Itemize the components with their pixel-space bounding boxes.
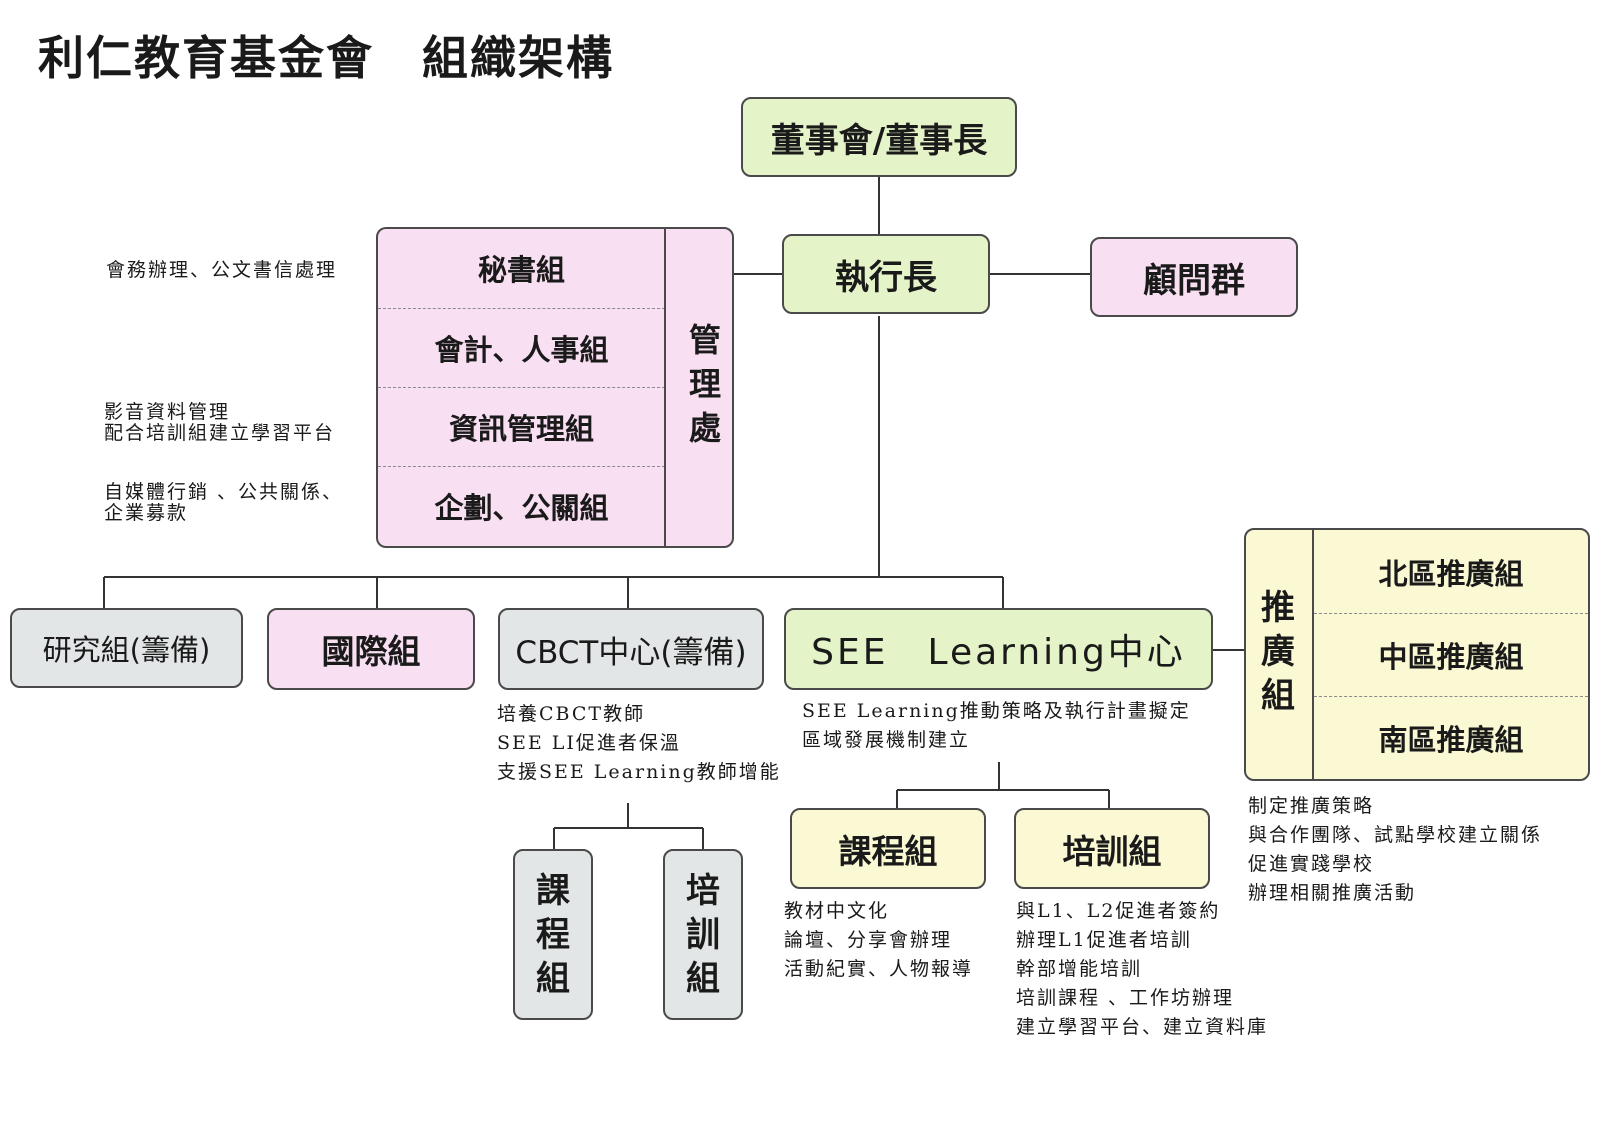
management-unit-it: 資訊管理組 xyxy=(448,411,594,446)
international-box: 國際組 xyxy=(267,608,475,690)
promotion-department: 推廣組 北區推廣組 中區推廣組 南區推廣組 xyxy=(1244,528,1590,781)
promotion-notes: 制定推廣策略 與合作團隊、試點學校建立關係 促進實踐學校 辦理相關推廣活動 xyxy=(1248,792,1542,908)
see-course-box: 課程組 xyxy=(790,808,986,889)
note-planning-pr: 自媒體行銷 、公共關係、 企業募款 xyxy=(104,482,343,524)
note-planning-pr-line: 自媒體行銷 、公共關係、 xyxy=(104,481,344,503)
promotion-note: 促進實踐學校 xyxy=(1248,853,1375,875)
see-course-note: 教材中文化 xyxy=(784,900,890,922)
cbct-training-label: 培訓組 xyxy=(686,870,720,999)
promotion-note: 辦理相關推廣活動 xyxy=(1248,882,1417,904)
see-training-note: 建立學習平台、建立資料庫 xyxy=(1016,1016,1269,1038)
cbct-course-label: 課程組 xyxy=(536,870,570,999)
cbct-center-box: CBCT中心(籌備) xyxy=(498,608,764,690)
advisors-box: 顧問群 xyxy=(1090,237,1298,317)
promotion-separator xyxy=(1312,530,1314,779)
see-training-note: 培訓課程 、工作坊辦理 xyxy=(1016,987,1235,1009)
management-unit-planning-pr: 企劃、公關組 xyxy=(434,491,609,525)
see-course-notes: 教材中文化 論壇、分享會辦理 活動紀實、人物報導 xyxy=(784,897,973,984)
management-department: 秘書組 會計、人事組 資訊管理組 企劃、公關組 管理處 xyxy=(376,227,734,548)
see-training-box: 培訓組 xyxy=(1014,808,1210,889)
note-secretary: 會務辦理、公文書信處理 xyxy=(106,259,338,281)
promotion-unit-north: 北區推廣組 xyxy=(1378,556,1524,591)
research-box: 研究組(籌備) xyxy=(10,608,243,688)
board-box: 董事會/董事長 xyxy=(741,97,1017,177)
see-note: SEE Learning推動策略及執行計畫擬定 xyxy=(802,700,1191,722)
see-course-note: 論壇、分享會辦理 xyxy=(784,929,953,951)
promotion-note: 制定推廣策略 xyxy=(1248,795,1375,817)
note-info-line: 影音資料管理 xyxy=(104,401,231,423)
see-training-note: 辦理L1促進者培訓 xyxy=(1016,929,1192,951)
management-unit-secretary: 秘書組 xyxy=(477,253,565,287)
note-info: 影音資料管理 配合培訓組建立學習平台 xyxy=(104,402,335,444)
see-training-notes: 與L1、L2促進者簽約 辦理L1促進者培訓 幹部增能培訓 培訓課程 、工作坊辦理… xyxy=(1016,897,1268,1042)
see-learning-center-box: SEE Learning中心 xyxy=(784,608,1213,690)
promotion-unit-south: 南區推廣組 xyxy=(1378,722,1524,757)
see-notes: SEE Learning推動策略及執行計畫擬定 區域發展機制建立 xyxy=(802,697,1191,755)
see-training-note: 幹部增能培訓 xyxy=(1016,958,1143,980)
management-label: 管理處 xyxy=(688,321,721,447)
divider xyxy=(378,387,665,388)
divider xyxy=(1314,696,1588,697)
page-title: 利仁教育基金會 組織架構 xyxy=(38,31,614,85)
cbct-note: 培養CBCT教師 xyxy=(497,703,646,725)
see-training-note: 與L1、L2促進者簽約 xyxy=(1016,900,1221,922)
cbct-note: 支援SEE Learning教師增能 xyxy=(497,761,781,783)
note-planning-pr-line: 企業募款 xyxy=(104,502,189,524)
divider xyxy=(378,308,665,309)
cbct-course-box: 課程組 xyxy=(513,849,593,1020)
note-info-line: 配合培訓組建立學習平台 xyxy=(104,422,336,444)
divider xyxy=(378,466,665,467)
cbct-training-box: 培訓組 xyxy=(663,849,743,1020)
see-course-note: 活動紀實、人物報導 xyxy=(784,958,974,980)
management-unit-accounting-hr: 會計、人事組 xyxy=(434,332,609,367)
promotion-unit-central: 中區推廣組 xyxy=(1378,639,1524,674)
management-separator xyxy=(664,229,666,546)
promotion-note: 與合作團隊、試點學校建立關係 xyxy=(1248,824,1543,846)
ceo-box: 執行長 xyxy=(782,234,990,314)
cbct-notes: 培養CBCT教師 SEE LI促進者保溫 支援SEE Learning教師增能 xyxy=(497,700,781,787)
cbct-note: SEE LI促進者保溫 xyxy=(497,732,681,754)
see-note: 區域發展機制建立 xyxy=(802,729,971,751)
promotion-label: 推廣組 xyxy=(1261,588,1295,716)
divider xyxy=(1314,613,1588,614)
